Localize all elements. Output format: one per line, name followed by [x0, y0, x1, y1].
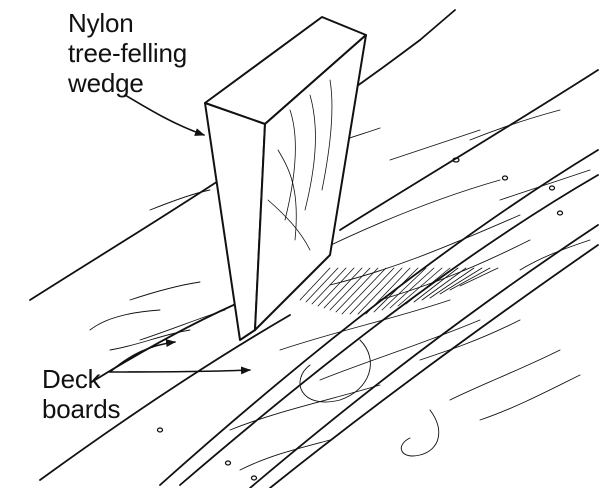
wedge-arrow	[124, 94, 205, 136]
deck-boards-label: Deck boards	[42, 364, 121, 424]
board-edge-gap-upper	[159, 149, 599, 486]
wedge-label-line-2: tree-felling	[68, 38, 187, 68]
deck-board-edges	[29, 9, 599, 488]
wedge-label: Nylon tree-felling wedge	[68, 8, 187, 98]
board-edge-gap-lower	[179, 174, 599, 486]
wood-knots	[156, 157, 564, 481]
deck-arrow-lower	[109, 366, 251, 375]
wedge-label-line-1: Nylon	[68, 8, 134, 38]
wedge-grain	[267, 79, 333, 251]
deck-label-line-1: Deck	[42, 364, 101, 394]
board-edge-top-far	[339, 69, 599, 231]
nylon-wedge	[204, 16, 367, 341]
board-edge-bottom	[249, 224, 599, 488]
wedge-shadow-hatching	[299, 267, 499, 315]
board-edge-right	[419, 9, 456, 41]
board-edge-lower-right	[269, 244, 599, 488]
callout-arrows	[109, 94, 251, 375]
deck-arrow-upper	[109, 339, 176, 373]
deck-label-line-2: boards	[42, 394, 121, 424]
wedge-label-line-3: wedge	[68, 68, 144, 98]
board-edge-front	[39, 314, 291, 481]
